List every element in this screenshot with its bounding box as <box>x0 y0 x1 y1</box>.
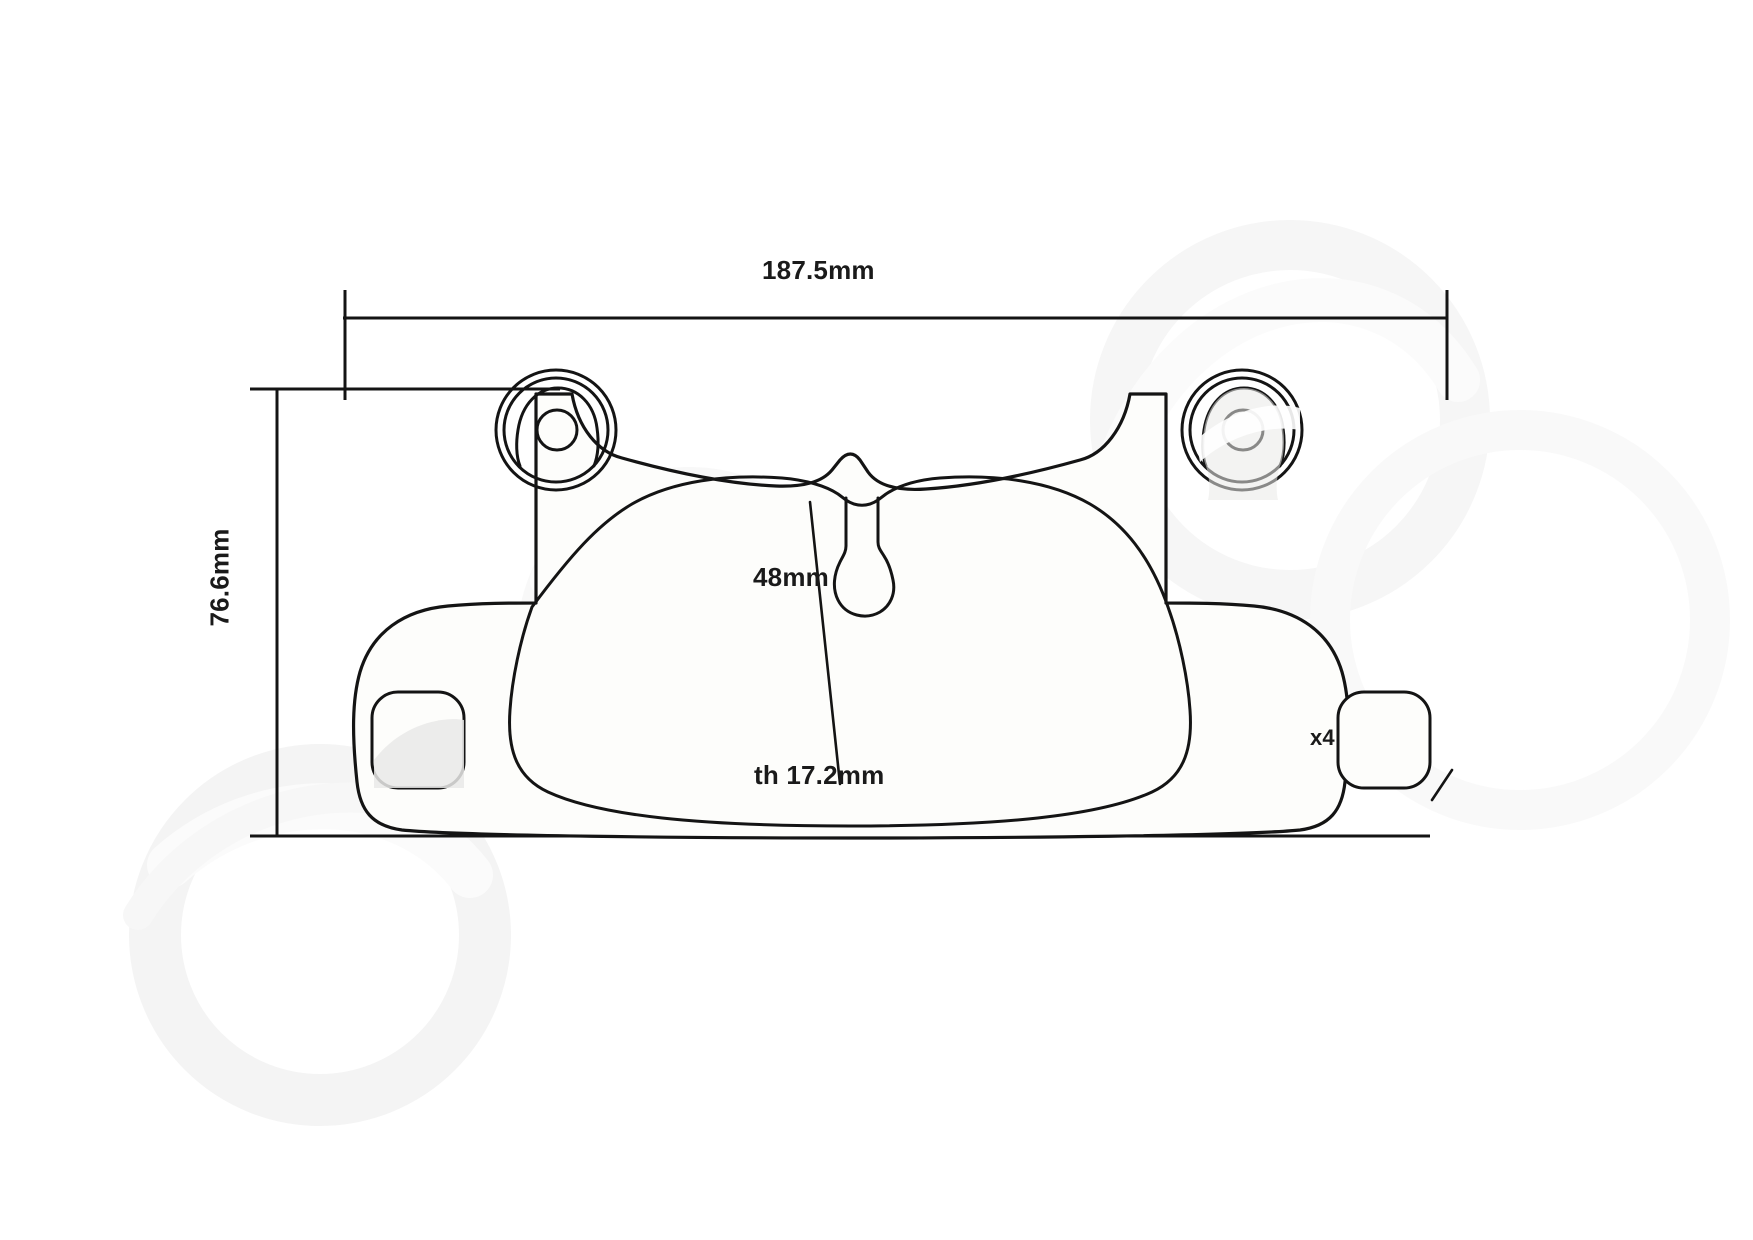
left-slot-shade <box>374 719 464 788</box>
left-ear-boss <box>515 386 600 468</box>
thickness-label: th 17.2mm <box>754 760 885 790</box>
pad-height-label: 48mm <box>753 562 829 592</box>
right-retaining-slot <box>1336 690 1432 790</box>
surface-shading <box>374 388 1300 788</box>
center-notch <box>832 496 896 618</box>
right-ear-highlight <box>1196 405 1300 462</box>
overall-height-label: 76.6mm <box>204 528 235 627</box>
left-ear-outer-ring <box>494 368 618 492</box>
left-ear-mid-ring <box>502 376 610 484</box>
overall-width-label: 187.5mm <box>762 255 875 285</box>
pad-height-section-line <box>808 500 842 786</box>
quantity-leader <box>1430 768 1454 802</box>
friction-material <box>508 475 1192 828</box>
quantity-label: x4 <box>1310 725 1335 750</box>
left-ear-bolt-hole <box>535 408 579 452</box>
